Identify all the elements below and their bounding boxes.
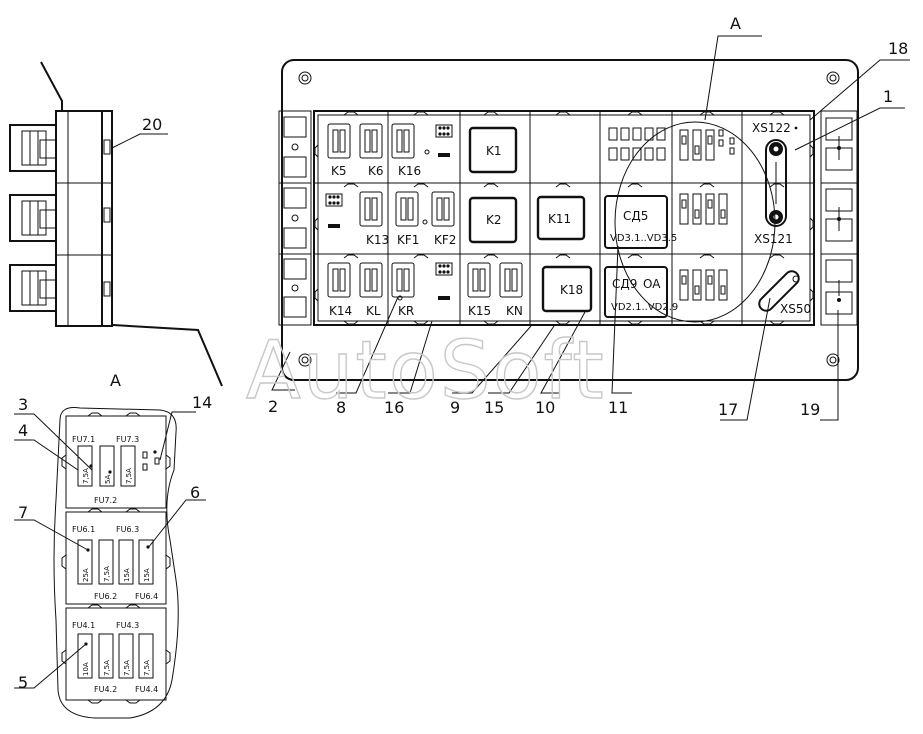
relay-kn-label: KN [506,304,523,318]
fuse-fu6-2-label: FU6.2 [94,592,117,601]
callout-19: 19 [800,400,820,419]
fuse-block-a [679,129,735,161]
callout-1: 1 [883,87,893,106]
callout-9: 9 [450,398,460,417]
relay-k2 [468,196,518,244]
fuse-fu4-4-rating: 7,5A [143,660,151,676]
relay-k16-label: K16 [398,164,421,178]
detail-leaders [14,411,206,689]
view-a-leader [704,35,762,121]
module-sd9 [604,266,668,318]
module-oa-label: OA [643,277,661,291]
relay-k13-label: K13 [366,233,389,247]
fuse-block-b [679,193,728,225]
callout-17: 17 [718,400,738,419]
latch-tabs [314,111,814,325]
callout-2: 2 [268,397,278,416]
callout-3: 3 [18,395,28,414]
callout-4: 4 [18,421,28,440]
diode-block-row1 [608,127,666,161]
fuse-fu6-3-label: FU6.3 [116,525,139,534]
fuse-fu7-3-label: FU7.3 [116,435,139,444]
callout-16: 16 [384,398,404,417]
module-sd5 [604,195,668,249]
row-2: K13 KF1 KF2 K2 K11 СД5 VD3.1..VD3.5 [325,139,793,249]
side-connector-middle [9,194,57,242]
leader-20 [111,133,168,149]
fuse-fu4-3-rating: 7,5A [123,660,131,676]
fuse-fu4-2-rating: 7,5A [103,660,111,676]
detail-view-a: A FU7.1 FU7.3 FU7.2 7,5A 5A 7,5A FU6.1 F… [14,371,212,719]
left-end-caps [278,110,312,326]
bus-bar-xs121-xs122 [765,139,787,227]
row-3: K14 KL KR K15 KN K18 СД9 OA VD2.1..VD2.9 [327,262,811,318]
side-housing-front [55,110,103,327]
fuse-fu7-2-label: FU7.2 [94,496,117,505]
relay-k18-label: K18 [560,283,583,297]
callout-11: 11 [608,398,628,417]
relay-kf2-label: KF2 [434,233,456,247]
module-sd9-label: СД9 [612,277,637,291]
callout-8: 8 [336,398,346,417]
connector-xs50-label: XS50 [780,302,811,316]
relay-k1 [468,126,518,174]
callout-20: 20 [142,115,162,134]
view-a-marker: A [730,14,741,33]
relay-k11-label: K11 [548,212,571,226]
relay-k18 [541,265,593,313]
fuse-fu4-3-label: FU4.3 [116,621,139,630]
detail-title: A [110,371,121,390]
module-vd3-label: VD3.1..VD3.5 [610,233,677,244]
fuse-fu7-1-rating: 7,5A [82,468,90,484]
relay-k14-label: K14 [329,304,352,318]
callout-leaders [271,59,910,421]
fuse-fu6-4-rating: 15A [143,568,151,582]
front-view: K5 K6 K16 K1 XS122 [268,14,910,421]
callout-6: 6 [190,483,200,502]
relay-k6-label: K6 [368,164,384,178]
relay-k1-label: K1 [486,144,502,158]
callout-14: 14 [192,393,212,412]
watermark: AutoSoft [246,324,606,417]
row-1: K5 K6 K16 K1 XS122 [327,121,798,178]
fuse-fu4-4-label: FU4.4 [135,685,158,694]
callout-15: 15 [484,398,504,417]
relay-kf1-label: KF1 [397,233,419,247]
fuse-fu6-1-label: FU6.1 [72,525,95,534]
fuse-fu4-2-label: FU4.2 [94,685,117,694]
fuse-fu6-1-rating: 25A [82,568,90,582]
view-a-outline [614,121,776,323]
detail-outline [53,407,179,719]
fuse-fu7-2-rating: 5A [104,475,112,484]
connector-xs122-label: XS122 [752,121,791,135]
callout-7: 7 [18,503,28,522]
relay-kr-label: KR [398,304,414,318]
side-connector-top [9,124,57,172]
fuse-fu7-1-label: FU7.1 [72,435,95,444]
relay-k5-label: K5 [331,164,347,178]
side-view: 20 [9,61,223,387]
callout-18: 18 [888,39,908,58]
fuse-fu6-3-rating: 15A [123,568,131,582]
fuse-block-c [679,269,728,301]
fuse-fu7-3-rating: 7,5A [125,468,133,484]
fuse-fu4-1-rating: 10A [82,662,90,676]
relay-k2-label: K2 [486,213,502,227]
module-vd2-label: VD2.1..VD2.9 [611,302,678,313]
fuse-fu6-4-label: FU6.4 [135,592,158,601]
module-sd5-label: СД5 [623,209,648,223]
side-connector-bottom [9,264,57,312]
right-end-caps [820,110,858,326]
relay-k15-label: K15 [468,304,491,318]
connector-xs50 [758,270,800,312]
relay-kl-label: KL [366,304,381,318]
fuse-fu4-1-label: FU4.1 [72,621,95,630]
callout-5: 5 [18,673,28,692]
relay-k11 [536,195,586,241]
callout-10: 10 [535,398,555,417]
fuse-fu6-2-rating: 7,5A [103,566,111,582]
